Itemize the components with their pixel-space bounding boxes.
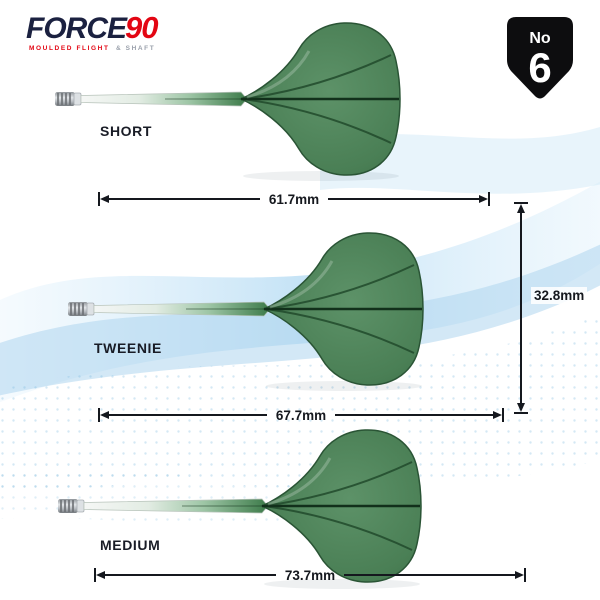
badge-number-text: 6 [528,44,551,91]
logo-wordmark: FORCE 90 [26,10,158,45]
logo-subtitle-secondary: & SHAFT [115,45,156,52]
dimension-tick [98,408,100,422]
dimension-value-tweenie: 67.7mm [275,407,327,423]
force90-logo: FORCE 90 MOULDED FLIGHT & SHAFT [26,10,158,53]
arrow-down-icon [517,403,525,412]
thread-tip [68,302,95,316]
dimension-line [109,414,267,416]
dart-shadow [243,171,399,181]
flight [262,232,424,386]
shaft [80,91,248,107]
dimension-tick [524,568,527,582]
dimension-tick [94,568,96,582]
logo-force-text: FORCE [26,12,127,45]
dimension-tick [502,408,505,422]
dimension-line [328,198,480,200]
logo-90-text: 90 [125,10,158,45]
logo-subtitle-primary: MOULDED FLIGHT [29,45,110,52]
arrow-right-icon [493,411,503,419]
dimension-value-medium: 73.7mm [284,567,336,583]
dimension-tick [514,412,528,414]
dart-tweenie [68,232,424,391]
thread-tip [58,499,85,513]
dimension-tick [514,202,528,204]
size-label-tweenie: TWEENIE [94,340,162,356]
shaft [93,301,271,317]
dimension-line [335,414,494,416]
shaft [83,498,269,514]
dart-medium [58,429,422,589]
dimension-line [105,574,276,576]
arrow-right-icon [515,571,525,579]
arrow-left-icon [100,195,109,203]
dimension-value-short: 61.7mm [268,191,320,207]
dimension-short: 61.7mm [98,191,491,207]
dimension-tweenie: 67.7mm [98,407,505,423]
dart-shadow [266,381,422,391]
logo-subtitle: MOULDED FLIGHT & SHAFT [29,45,157,53]
badge-shield-shape [507,17,573,99]
dimension-line [344,574,516,576]
dimension-line [109,198,260,200]
dart-shadow [264,579,420,589]
arrow-left-icon [100,411,109,419]
dart-short [55,22,401,181]
shape-number-badge: No 6 [507,17,573,99]
dimension-flight-height [514,202,528,414]
arrow-right-icon [479,195,489,203]
dimension-medium: 73.7mm [94,567,527,583]
thread-tip [55,92,82,106]
arrow-left-icon [96,571,105,579]
flight [239,22,401,176]
size-label-medium: MEDIUM [100,537,161,553]
badge-no-text: No [529,30,551,47]
dimension-value-flight-height: 32.8mm [531,287,588,304]
arrow-up-icon [517,204,525,213]
size-label-short: SHORT [100,123,152,139]
dimension-tick [98,192,100,206]
flight [260,429,422,583]
dimension-tick [488,192,491,206]
dimension-line [520,213,522,403]
